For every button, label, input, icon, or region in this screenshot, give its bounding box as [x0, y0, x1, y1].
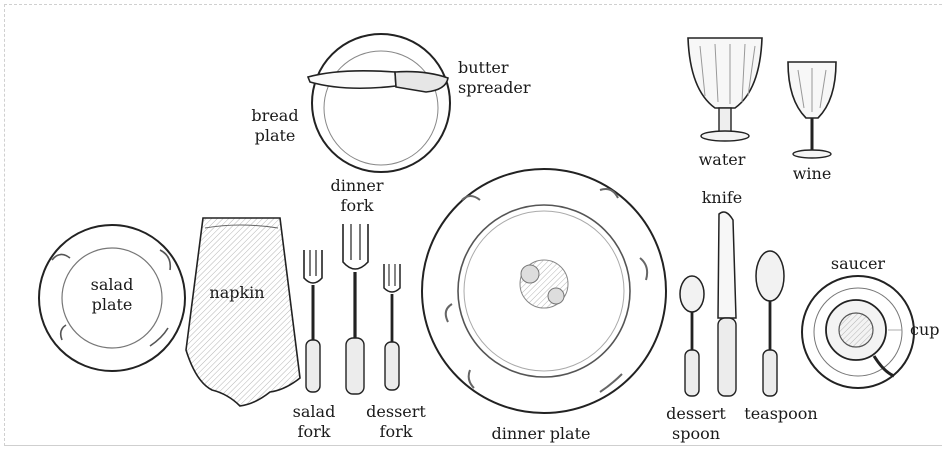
dessert-fork-label: dessert fork	[358, 402, 434, 442]
saucer-label: saucer	[826, 254, 890, 274]
dessert-spoon-drawing	[680, 276, 704, 396]
bread-plate-label: bread plate	[244, 106, 306, 146]
bread-plate-drawing	[312, 34, 450, 172]
napkin-drawing	[186, 218, 300, 406]
dessert-fork-drawing	[384, 264, 400, 390]
knife-drawing	[718, 212, 736, 396]
dinner-fork-label: dinner fork	[324, 176, 390, 216]
dessert-spoon-label: dessert spoon	[658, 404, 734, 444]
teaspoon-drawing	[756, 251, 784, 396]
napkin-label: napkin	[202, 283, 272, 303]
floral-center-motif	[520, 260, 568, 308]
teaspoon-label: teaspoon	[738, 404, 824, 424]
knife-label: knife	[692, 188, 752, 208]
salad-fork-label: salad fork	[284, 402, 344, 442]
dinner-fork-drawing	[343, 224, 368, 394]
wine-glass-drawing	[788, 62, 836, 158]
dinner-plate-label: dinner plate	[476, 424, 606, 444]
salad-plate-label: salad plate	[80, 275, 144, 315]
water-glass-drawing	[688, 38, 762, 141]
cup-label: cup	[910, 320, 940, 340]
dinner-plate-drawing	[422, 169, 666, 413]
butter-spreader-label: butter spreader	[458, 58, 530, 98]
salad-fork-drawing	[304, 250, 322, 392]
wine-label: wine	[784, 164, 840, 184]
water-label: water	[690, 150, 754, 170]
